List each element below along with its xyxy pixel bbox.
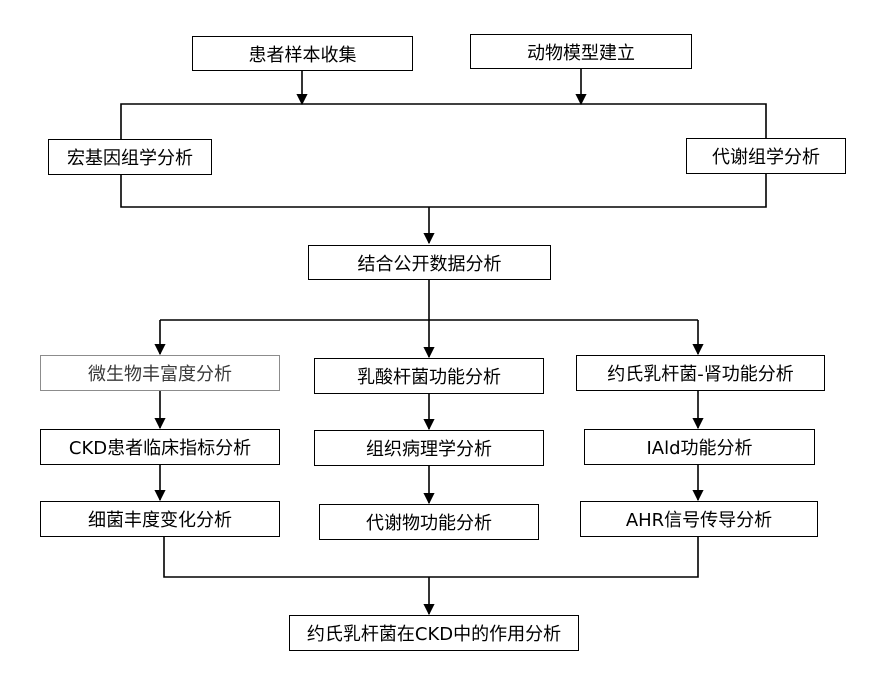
line-merge [163, 536, 699, 578]
node-animal-model: 动物模型建立 [470, 34, 692, 69]
node-bacterial-abundance: 细菌丰度变化分析 [40, 501, 280, 537]
node-public-data: 结合公开数据分析 [308, 245, 551, 280]
analysis-frame [120, 103, 767, 208]
node-ahr-signaling: AHR信号传导分析 [580, 501, 818, 537]
node-metabolite-function: 代谢物功能分析 [319, 504, 539, 540]
node-metagenomics: 宏基因组学分析 [48, 139, 212, 175]
node-histopathology: 组织病理学分析 [314, 430, 544, 466]
node-lactobacillus-function: 乳酸杆菌功能分析 [314, 358, 544, 394]
node-patient-samples: 患者样本收集 [192, 36, 413, 71]
node-abundance: 微生物丰富度分析 [40, 355, 280, 391]
node-iald-function: IAld功能分析 [584, 429, 815, 465]
node-final: 约氏乳杆菌在CKD中的作用分析 [289, 615, 579, 651]
node-johnsonii-kidney: 约氏乳杆菌-肾功能分析 [576, 355, 825, 391]
node-metabolomics: 代谢组学分析 [686, 138, 846, 174]
node-ckd-indicators: CKD患者临床指标分析 [40, 429, 280, 465]
